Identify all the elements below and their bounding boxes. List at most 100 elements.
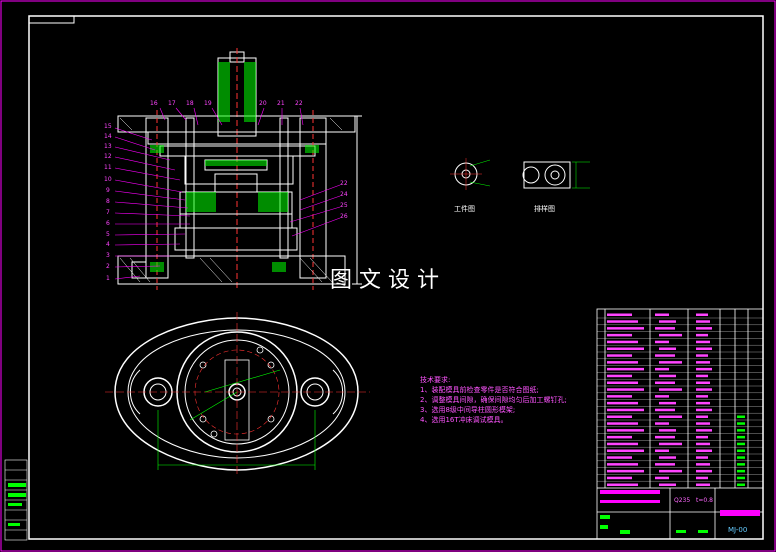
parts-list-cell-fill xyxy=(696,442,710,446)
parts-list-cell-fill xyxy=(696,333,708,337)
parts-list-cell-fill xyxy=(696,320,710,323)
parts-list-cell-fill xyxy=(655,408,675,412)
parts-list-cell-fill xyxy=(696,401,710,405)
parts-list-cell-fill xyxy=(659,374,676,378)
callout-number: 7 xyxy=(106,209,110,216)
drawing-number: MJ-00 xyxy=(728,526,748,534)
parts-list-cell-fill xyxy=(607,456,632,459)
parts-list-cell-fill xyxy=(737,449,745,452)
parts-list-cell-fill xyxy=(607,367,644,371)
parts-list-cell-fill xyxy=(607,435,632,439)
parts-list-cell-fill xyxy=(607,374,632,378)
parts-list-cell-fill xyxy=(737,415,745,418)
callout-number: 20 xyxy=(259,100,267,107)
parts-list-cell-fill xyxy=(607,381,638,384)
callout-number: 2 xyxy=(106,263,110,270)
parts-list-cell-fill xyxy=(737,442,745,446)
revision-block xyxy=(4,459,28,541)
callout-number: 18 xyxy=(186,100,194,107)
parts-list-cell-fill xyxy=(737,463,745,466)
callout-number: 13 xyxy=(104,143,112,150)
corner-tab xyxy=(28,15,75,24)
parts-list-cell-fill xyxy=(737,483,745,486)
callout-number: 3 xyxy=(106,252,110,259)
parts-list-cell-fill xyxy=(659,469,682,473)
parts-list-cell-fill xyxy=(607,469,644,473)
tech-req-item: 1、装配模具前检查零件是否符合图纸; xyxy=(420,386,539,394)
parts-list-cell-fill xyxy=(655,367,669,371)
parts-list-cell-fill xyxy=(696,449,712,452)
parts-list-cell-fill xyxy=(607,429,644,432)
parts-list-cell-fill xyxy=(696,476,708,480)
watermark-text: 图文设计 xyxy=(330,268,447,293)
parts-list-rows xyxy=(597,313,763,489)
callout-number: 22 xyxy=(340,180,348,187)
tech-req-item: 2、调整模具间隙，确保间隙均匀后加工螺钉孔; xyxy=(420,396,567,404)
parts-list-cell-fill xyxy=(696,354,708,357)
section-hatching xyxy=(150,62,319,272)
thickness-text: t=0.8 xyxy=(696,497,713,504)
parts-list-cell-fill xyxy=(737,469,745,473)
workpiece-label: 工件图 xyxy=(454,205,475,213)
parts-list-cell-fill xyxy=(696,483,710,486)
parts-list-cell-fill xyxy=(696,469,712,473)
parts-list-cell-fill xyxy=(737,476,745,480)
section-view xyxy=(117,48,362,290)
parts-list-cell-fill xyxy=(696,388,712,391)
callout-number: 22 xyxy=(295,100,303,107)
parts-list-cell-fill xyxy=(659,333,682,337)
parts-list-cell-fill xyxy=(607,313,632,316)
parts-list-cell-fill xyxy=(737,429,745,432)
parts-list-cell-fill xyxy=(607,361,638,364)
parts-list-cell-fill xyxy=(655,435,675,439)
parts-list-cell-fill xyxy=(696,456,708,459)
callout-number: 8 xyxy=(106,198,110,205)
callout-number: 14 xyxy=(104,133,112,140)
parts-list-cell-fill xyxy=(696,374,708,378)
parts-list-cell-fill xyxy=(655,395,669,398)
parts-list-cell-fill xyxy=(655,313,669,316)
callout-number: 1 xyxy=(106,275,110,282)
inner-frame xyxy=(28,15,764,540)
parts-list-cell-fill xyxy=(655,381,675,384)
parts-list-cell-fill xyxy=(655,463,675,466)
parts-list-cell-fill xyxy=(607,483,638,486)
parts-list-cell-fill xyxy=(607,354,632,357)
parts-list-cell-fill xyxy=(607,388,644,391)
parts-list-cell-fill xyxy=(696,463,710,466)
parts-list-cell-fill xyxy=(607,476,632,480)
parts-list-cell-fill xyxy=(696,408,712,412)
parts-list-cell-fill xyxy=(659,456,676,459)
parts-list-cell-fill xyxy=(607,449,644,452)
callout-number: 24 xyxy=(340,191,348,198)
parts-list-cell-fill xyxy=(607,463,638,466)
plan-view-centerlines xyxy=(105,312,370,475)
parts-list-cell-fill xyxy=(607,340,638,344)
parts-list-cell-fill xyxy=(607,415,632,418)
parts-list-cell-fill xyxy=(659,401,676,405)
parts-list-cell-fill xyxy=(607,442,638,446)
parts-list-cell-fill xyxy=(696,340,710,344)
callout-number: 17 xyxy=(168,100,176,107)
revision-fills xyxy=(8,483,26,526)
parts-list-cell-fill xyxy=(659,429,676,432)
parts-list-cell-fill xyxy=(607,327,644,330)
parts-list-cell-fill xyxy=(607,401,638,405)
callout-number: 16 xyxy=(150,100,158,107)
parts-list-cell-fill xyxy=(696,361,710,364)
callout-number: 15 xyxy=(104,123,112,130)
leader-lines xyxy=(114,107,341,280)
parts-list-cell-fill xyxy=(696,313,708,316)
parts-list-cell-fill xyxy=(659,483,676,486)
parts-list-cell-fill xyxy=(696,367,712,371)
callout-number: 5 xyxy=(106,231,110,238)
technical-requirements: 技术要求: 1、装配模具前检查零件是否符合图纸; 2、调整模具间隙，确保间隙均匀… xyxy=(420,375,567,425)
parts-list-cell-fill xyxy=(655,449,669,452)
parts-list-cell-fill xyxy=(737,422,745,425)
material-text: Q235 xyxy=(674,497,691,504)
callout-number: 12 xyxy=(104,153,112,160)
workpiece-drawing xyxy=(450,158,491,190)
parts-list-cell-fill xyxy=(607,347,644,350)
callout-number: 11 xyxy=(104,164,112,171)
